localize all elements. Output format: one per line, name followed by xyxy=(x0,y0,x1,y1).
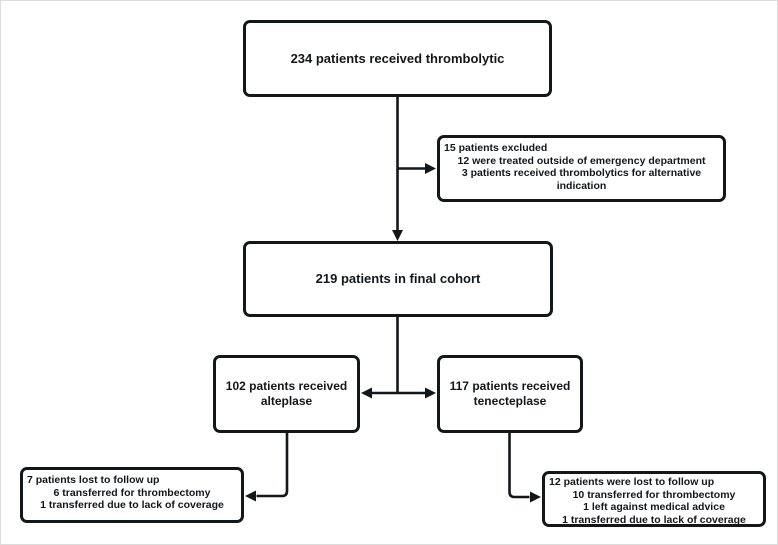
arrowhead-left-alteplase-lost-icon xyxy=(245,490,256,502)
arrowhead-right-tenecteplase-icon xyxy=(425,387,436,399)
arrowhead-left-alteplase-icon xyxy=(361,387,372,399)
node-excluded-line: 3 patients received thrombolytics for al… xyxy=(461,167,702,192)
node-alteplase: 102 patients received alteplase xyxy=(213,355,360,433)
node-alteplase-line: alteplase xyxy=(260,394,313,408)
node-alteplase-lost-line: 6 transferred for thrombectomy xyxy=(53,486,211,499)
node-tenecteplase-line: tenecteplase xyxy=(473,394,547,408)
node-received-thrombolytic-label: 234 patients received thrombolytic xyxy=(290,50,505,66)
arrowhead-down-cohort-icon xyxy=(392,230,403,241)
node-final-cohort: 219 patients in final cohort xyxy=(243,241,553,317)
node-tenecteplase-lost-line: 10 transferred for thrombectomy xyxy=(572,488,736,501)
node-alteplase-lost-line: 1 transferred due to lack of coverage xyxy=(40,499,224,511)
node-received-thrombolytic: 234 patients received thrombolytic xyxy=(243,20,552,97)
node-excluded: 15 patients excluded 12 were treated out… xyxy=(437,135,726,202)
node-excluded-line: 15 patients excluded xyxy=(444,142,548,154)
node-tenecteplase-lost-line: 1 transferred due to lack of coverage xyxy=(562,513,746,526)
node-alteplase-lost-line: 7 patients lost to follow up xyxy=(27,474,160,486)
node-final-cohort-label: 219 patients in final cohort xyxy=(315,271,481,286)
node-alteplase-line: 102 patients received xyxy=(225,379,348,393)
node-excluded-line: 12 were treated outside of emergency dep… xyxy=(457,154,706,167)
connector-alteplase-to-lost xyxy=(256,433,289,498)
node-tenecteplase-line: 117 patients received xyxy=(449,379,571,393)
node-alteplase-lost: 7 patients lost to follow up 6 transferr… xyxy=(20,467,244,523)
arrowhead-right-excluded-icon xyxy=(425,163,436,174)
node-tenecteplase-lost: 12 patients were lost to follow up 10 tr… xyxy=(542,471,766,527)
arrowhead-right-tenecteplase-lost-icon xyxy=(530,491,541,503)
node-tenecteplase-lost-line: 12 patients were lost to follow up xyxy=(549,476,715,488)
node-tenecteplase-lost-line: 1 left against medical advice xyxy=(583,501,725,513)
connector-tenecteplase-to-lost xyxy=(508,433,530,499)
node-tenecteplase: 117 patients received tenecteplase xyxy=(437,355,583,433)
